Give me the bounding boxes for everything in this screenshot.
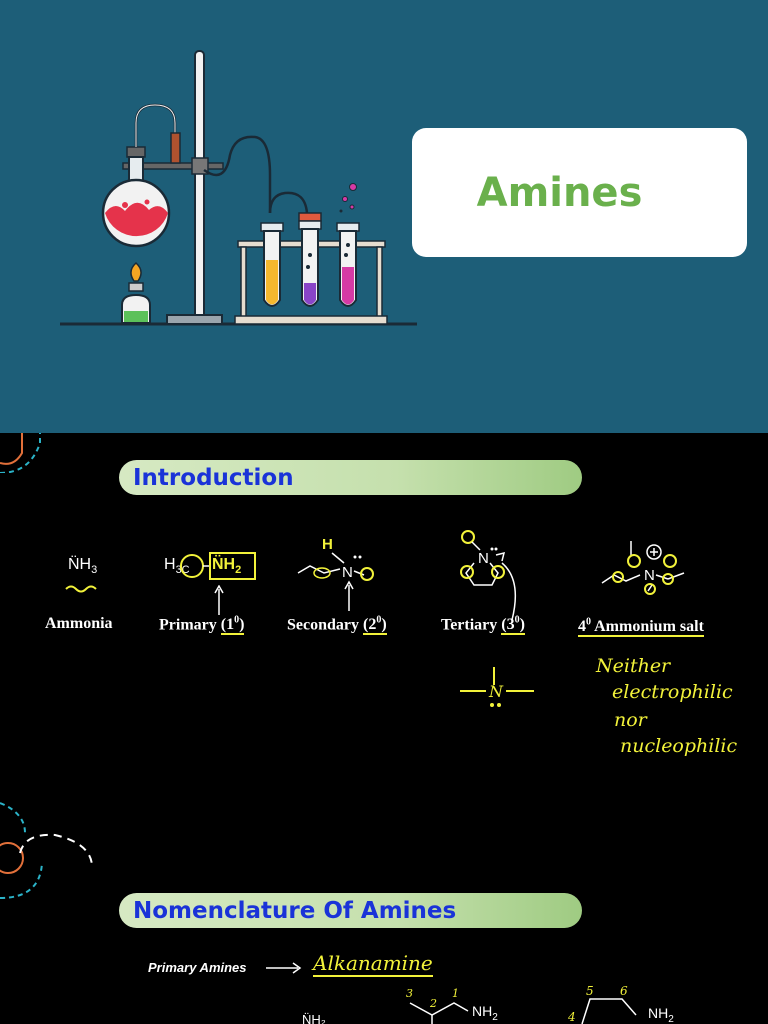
secondary-amine-structure: H N bbox=[297, 536, 374, 611]
svg-text:N: N bbox=[478, 550, 489, 567]
label-primary: Primary (10) bbox=[159, 615, 245, 636]
chain-amine-structure: 3 2 1 bbox=[406, 987, 469, 1024]
svg-text:6: 6 bbox=[620, 985, 628, 998]
nomenclature-banner: Nomenclature Of Amines bbox=[119, 893, 582, 928]
chain-nh2-label: NH2 bbox=[472, 1003, 498, 1023]
note-line-2: electrophilic bbox=[612, 681, 733, 703]
introduction-heading: Introduction bbox=[133, 464, 294, 491]
primary-nh2-group: N̈H2 bbox=[212, 556, 242, 577]
label-ammonia: Ammonia bbox=[45, 615, 113, 632]
introduction-banner: Introduction bbox=[119, 460, 582, 495]
svg-text:4: 4 bbox=[567, 1010, 576, 1024]
decorative-arc-top bbox=[0, 433, 41, 473]
svg-text:1: 1 bbox=[452, 987, 459, 1000]
svg-text:5: 5 bbox=[586, 985, 594, 998]
primary-arrow bbox=[214, 585, 224, 615]
page-title: Amines bbox=[476, 169, 643, 216]
note-line-4: nucleophilic bbox=[620, 735, 738, 757]
primary-amines-label: Primary Amines bbox=[148, 960, 247, 975]
primary-amine-highlight bbox=[180, 552, 256, 580]
arrow-to-alkanamine bbox=[266, 962, 302, 974]
svg-text:N: N bbox=[488, 682, 504, 701]
title-slide: Amines bbox=[0, 0, 768, 433]
ring-amine-structure: 5 6 4 bbox=[567, 985, 637, 1024]
label-tertiary: Tertiary (30) bbox=[441, 615, 525, 636]
svg-text:H: H bbox=[322, 536, 333, 553]
ammonia-formula: N̈H3 bbox=[68, 556, 98, 577]
svg-text:N: N bbox=[644, 567, 655, 584]
tertiary-amine-structure: N bbox=[460, 530, 517, 621]
note-line-1: Neither bbox=[596, 655, 671, 677]
note-line-3: nor bbox=[614, 709, 647, 731]
label-secondary: Secondary (20) bbox=[287, 615, 387, 636]
quaternary-ammonium-structure: N bbox=[601, 541, 685, 595]
lab-equipment-illustration bbox=[60, 50, 417, 326]
svg-text:3: 3 bbox=[406, 987, 413, 1000]
nomenclature-heading: Nomenclature Of Amines bbox=[133, 897, 457, 924]
partial-nh2-left: N̈H₂ bbox=[302, 1012, 326, 1024]
title-card: Amines bbox=[412, 128, 747, 257]
svg-text:N: N bbox=[342, 564, 353, 581]
svg-text:N̈H₂: N̈H₂ bbox=[302, 1012, 326, 1024]
label-ammonium-salt: 40 Ammonium salt bbox=[578, 617, 704, 638]
ammonia-underline bbox=[65, 585, 97, 593]
ring-nh2-label: NH2 bbox=[648, 1005, 674, 1024]
content-slide: Introduction N̈H3 H3C N̈H2 H N N bbox=[0, 433, 768, 1024]
alkanamine-note: Alkanamine bbox=[313, 951, 433, 977]
svg-text:2: 2 bbox=[429, 997, 437, 1010]
decorative-arc-middle bbox=[0, 802, 93, 899]
nitrogen-sketch: N bbox=[460, 667, 534, 707]
